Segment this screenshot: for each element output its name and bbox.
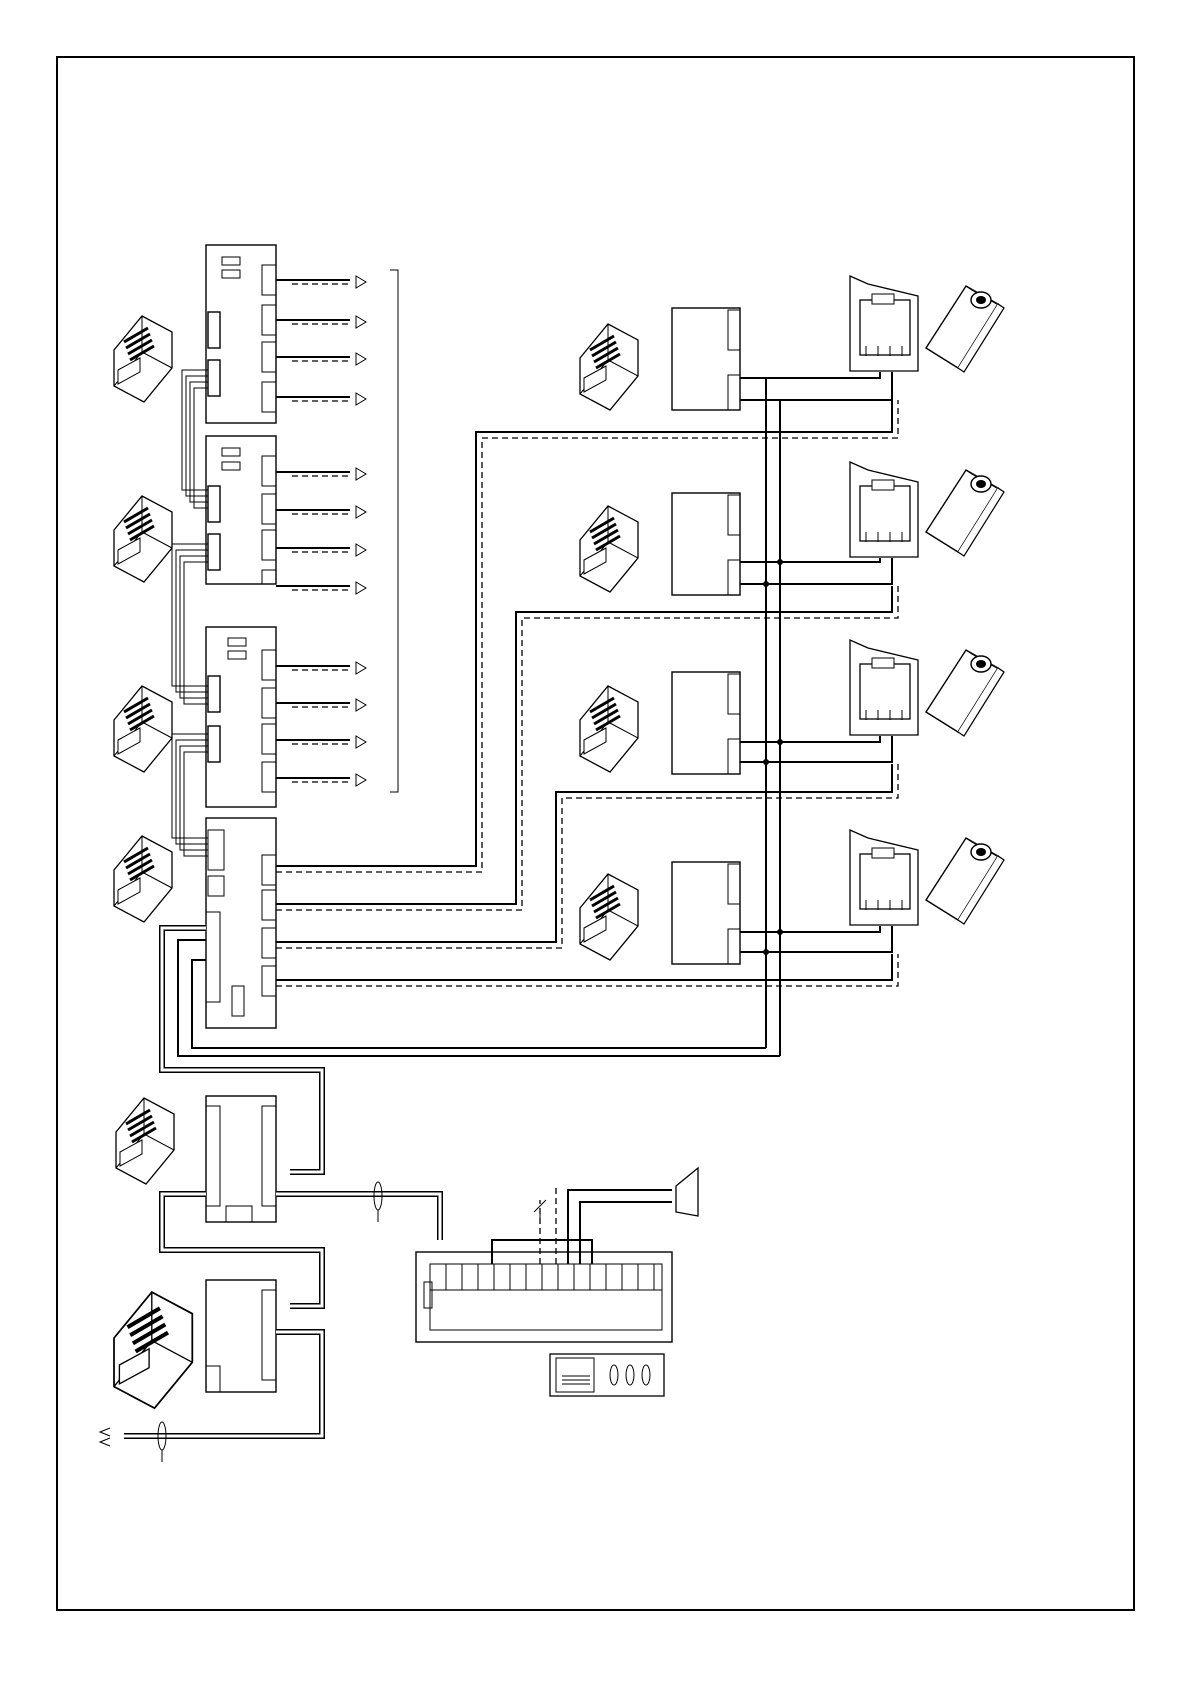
din-module-icon [114, 316, 172, 402]
camera-icon [926, 286, 1004, 372]
lower-module-1 [206, 1096, 276, 1222]
din-module-icon [114, 686, 172, 772]
station-4 [672, 830, 918, 964]
lower-module-2 [206, 1280, 276, 1392]
camera-icon [926, 470, 1004, 556]
camera-icon [926, 838, 1004, 924]
power-supply-icon [114, 1292, 192, 1408]
display-module-icon [114, 836, 172, 922]
station-2 [672, 462, 918, 595]
camera-icon [926, 650, 1004, 736]
din-module-icon [580, 874, 638, 960]
station-wiring [178, 372, 892, 1056]
switcher-2 [206, 436, 276, 584]
switcher-3 [206, 627, 276, 807]
switcher-1 [206, 245, 276, 423]
entrance-panel-icon [550, 1354, 664, 1396]
din-module-icon [580, 686, 638, 772]
din-module-icon [580, 506, 638, 592]
speaker-icon [676, 1168, 698, 1216]
entrance-panel-unit [416, 1188, 672, 1342]
switcher-outputs [276, 276, 366, 786]
ribbon-cables [172, 370, 208, 856]
din-module-icon [116, 1098, 174, 1184]
group-bracket [390, 270, 398, 792]
station-3 [672, 640, 918, 774]
coax-runs [276, 400, 898, 986]
din-module-icon [114, 496, 172, 582]
din-module-icon [580, 324, 638, 410]
station-1 [672, 276, 918, 410]
video-distributor [206, 818, 276, 1028]
